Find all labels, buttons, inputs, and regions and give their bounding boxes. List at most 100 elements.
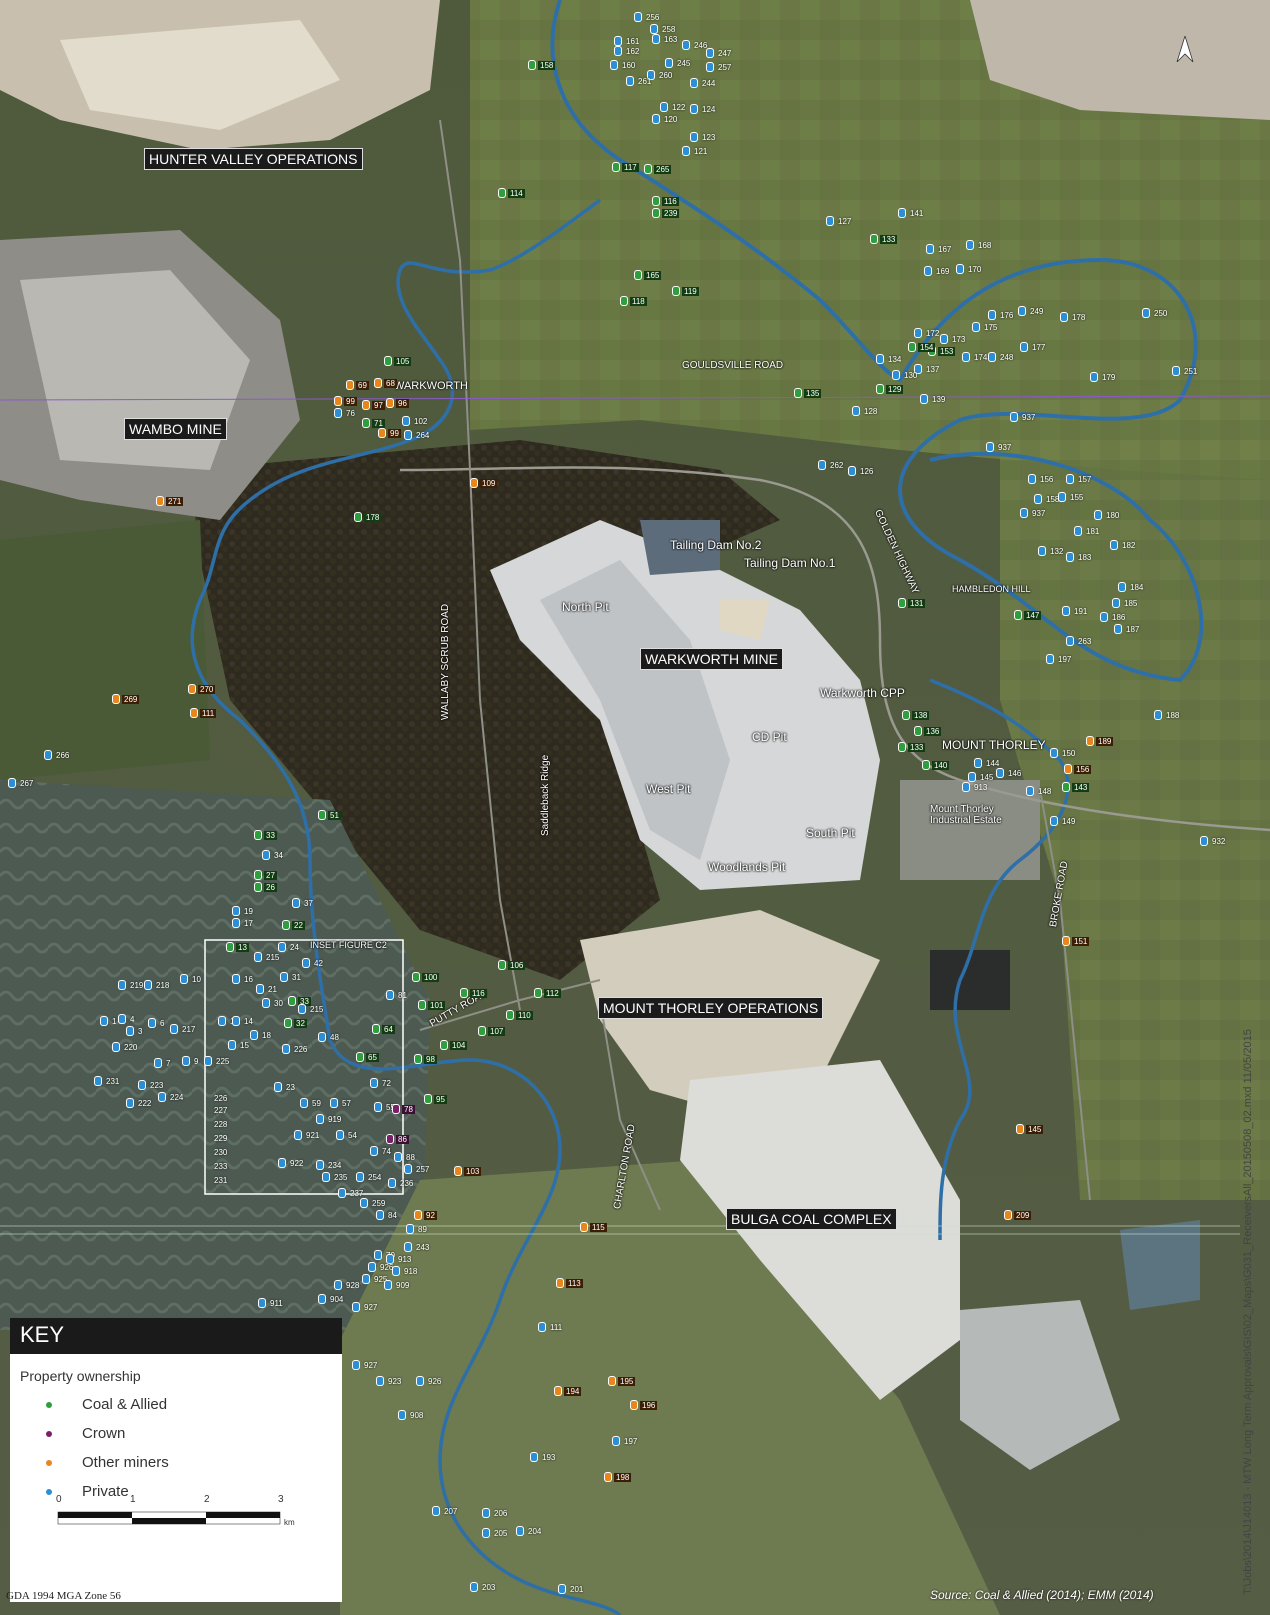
receiver-id: 178 <box>364 512 382 522</box>
river-hunter-south <box>929 678 1070 1241</box>
receiver-pin-icon <box>870 234 878 244</box>
receiver-id: 246 <box>694 40 708 50</box>
receiver-marker: 937 <box>986 442 1013 452</box>
label-west-pit: West Pit <box>646 782 691 796</box>
receiver-marker: 26 <box>254 882 277 892</box>
receiver-pin-icon <box>556 1278 564 1288</box>
receiver-id: 913 <box>974 782 988 792</box>
receiver-id: 223 <box>150 1080 164 1090</box>
charlton-road-line <box>599 999 661 1211</box>
receiver-id: 103 <box>464 1166 482 1176</box>
receiver-marker: 226 <box>282 1044 309 1054</box>
receiver-id: 937 <box>998 442 1012 452</box>
receiver-marker: 64 <box>372 1024 395 1034</box>
label-wallaby-scrub-road: WALLABY SCRUB ROAD <box>440 603 451 720</box>
receiver-pin-icon <box>254 882 262 892</box>
receiver-id: 33 <box>298 996 311 1006</box>
receiver-id: 188 <box>1166 710 1180 720</box>
receiver-pin-icon <box>470 478 478 488</box>
receiver-marker: 98 <box>414 1054 437 1064</box>
label-warkworth-mine: WARKWORTH MINE <box>640 648 783 670</box>
receiver-pin-icon <box>1014 610 1022 620</box>
receiver-pin-icon <box>1200 836 1208 846</box>
receiver-marker: 185 <box>1112 598 1139 608</box>
receiver-id: 127 <box>838 216 852 226</box>
receiver-id: 37 <box>304 898 313 908</box>
receiver-id: 236 <box>400 1178 414 1188</box>
receiver-pin-icon <box>254 870 262 880</box>
receiver-pin-icon <box>554 1386 562 1396</box>
receiver-pin-icon <box>966 240 974 250</box>
receiver-marker: 189 <box>1086 736 1114 746</box>
receiver-marker: 147 <box>1014 610 1042 620</box>
receiver-marker: 925 <box>362 1274 389 1284</box>
receiver-marker: 261 <box>626 76 653 86</box>
receiver-pin-icon <box>498 960 506 970</box>
receiver-id: 194 <box>564 1386 582 1396</box>
receiver-id: 100 <box>422 972 440 982</box>
receiver-pin-icon <box>660 102 668 112</box>
receiver-marker: 109 <box>470 478 498 488</box>
receiver-pin-icon <box>402 416 410 426</box>
scale-tick-2: 2 <box>204 1494 210 1505</box>
receiver-marker: 926 <box>368 1262 395 1272</box>
receiver-pin-icon <box>338 1188 346 1198</box>
receiver-id: 178 <box>1072 312 1086 322</box>
receiver-pin-icon <box>232 974 240 984</box>
receiver-id: 102 <box>414 416 428 426</box>
receiver-pin-icon <box>1112 598 1120 608</box>
receiver-marker: 215 <box>254 952 281 962</box>
receiver-pin-icon <box>482 1508 490 1518</box>
receiver-marker: 118 <box>620 296 647 306</box>
receiver-marker: 156 <box>1028 474 1055 484</box>
receiver-marker: 146 <box>996 768 1023 778</box>
receiver-pin-icon <box>1018 306 1026 316</box>
receiver-id: 220 <box>124 1042 138 1052</box>
receiver-id: 215 <box>266 952 280 962</box>
receiver-marker: 215 <box>298 1004 325 1014</box>
receiver-id: 143 <box>1072 782 1090 792</box>
river-wollombi <box>190 198 622 1615</box>
receiver-marker: 923 <box>376 1376 403 1386</box>
tailing-dam-2 <box>640 520 720 575</box>
receiver-id: 224 <box>170 1092 184 1102</box>
receiver-pin-icon <box>1028 474 1036 484</box>
receiver-marker: 116 <box>460 988 487 998</box>
receiver-pin-icon <box>44 750 52 760</box>
receiver-id: 10 <box>192 974 201 984</box>
receiver-marker: 69 <box>346 380 369 390</box>
receiver-pin-icon <box>914 726 922 736</box>
receiver-pin-icon <box>356 1052 364 1062</box>
label-warkworth-cpp: Warkworth CPP <box>820 686 905 700</box>
receiver-marker: 251 <box>1172 366 1199 376</box>
receiver-id: 30 <box>274 998 283 1008</box>
receiver-pin-icon <box>404 1164 412 1174</box>
receiver-pin-icon <box>1110 540 1118 550</box>
receiver-id: 153 <box>938 346 956 356</box>
receiver-marker: 233 <box>210 1162 229 1171</box>
receiver-marker: 100 <box>412 972 440 982</box>
receiver-pin-icon <box>404 1242 412 1252</box>
receiver-id: 186 <box>1112 612 1126 622</box>
receiver-id: 114 <box>508 188 525 198</box>
receiver-id: 14 <box>244 1016 253 1026</box>
receiver-pin-icon <box>1114 624 1122 634</box>
receiver-pin-icon <box>334 408 342 418</box>
receiver-id: 134 <box>888 354 902 364</box>
receiver-id: 904 <box>330 1294 344 1304</box>
receiver-pin-icon <box>922 760 930 770</box>
receiver-marker: 167 <box>926 244 953 254</box>
receiver-marker: 921 <box>294 1130 321 1140</box>
receiver-pin-icon <box>528 60 536 70</box>
receiver-pin-icon <box>226 942 234 952</box>
receiver-pin-icon <box>374 1250 382 1260</box>
receiver-marker: 34 <box>262 850 285 860</box>
receiver-marker: 172 <box>914 328 941 338</box>
receiver-marker: 187 <box>1114 624 1141 634</box>
receiver-marker: 129 <box>876 384 904 394</box>
receiver-id: 106 <box>508 960 526 970</box>
receiver-marker: 922 <box>278 1158 305 1168</box>
receiver-id: 167 <box>938 244 952 254</box>
receiver-pin-icon <box>386 990 394 1000</box>
receiver-id: 215 <box>310 1004 324 1014</box>
